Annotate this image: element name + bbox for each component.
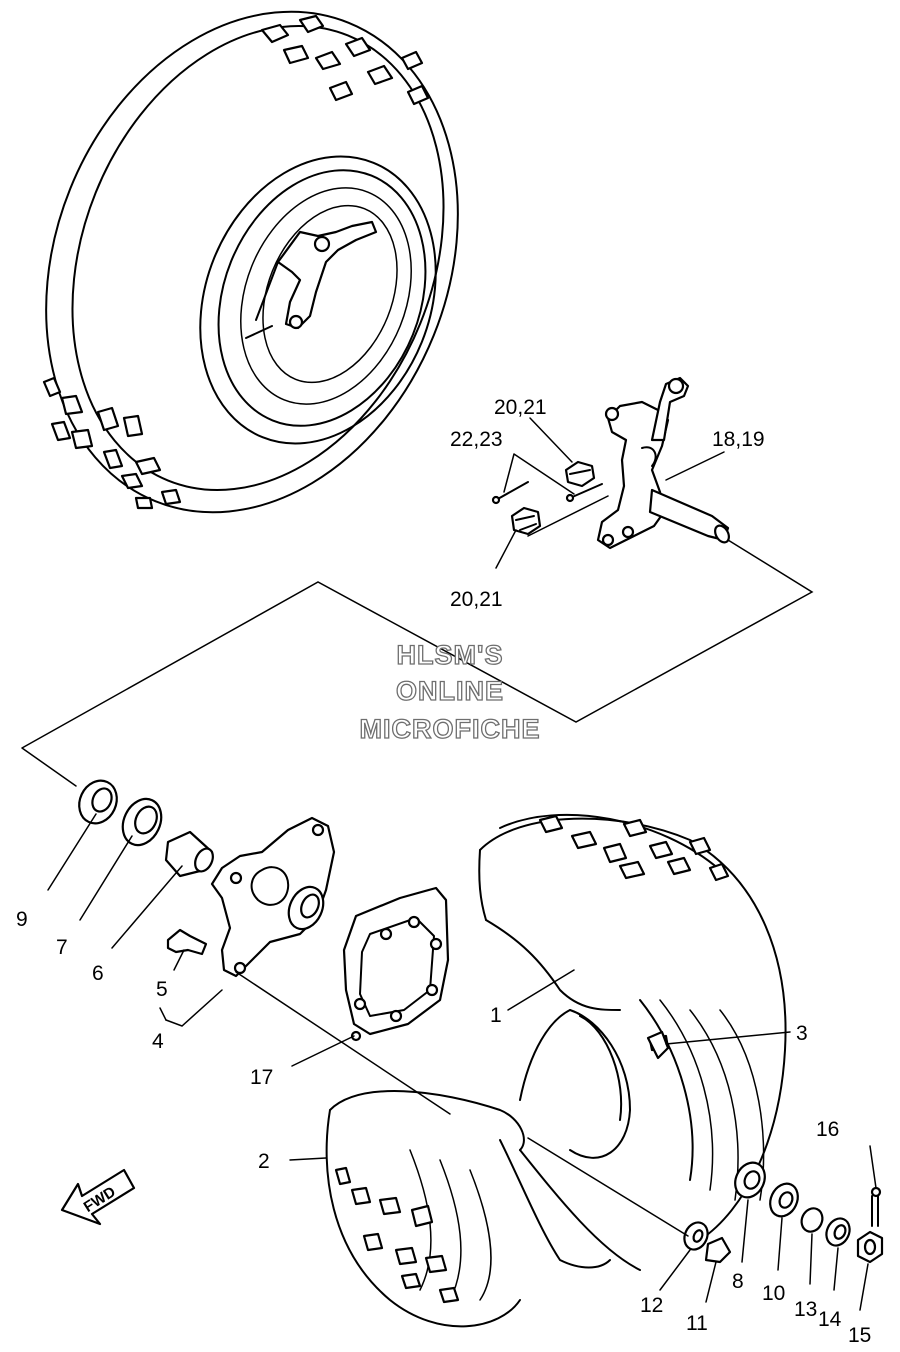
watermark-line1: HLSM'S — [397, 640, 504, 670]
tread-lugs-right-half — [538, 814, 730, 882]
tread-lugs-left-half — [334, 1166, 460, 1304]
fwd-arrow-icon: FWD — [60, 1168, 136, 1226]
callout-18-19: 18,19 — [712, 428, 765, 451]
bearing — [121, 797, 163, 847]
callouts: 20,21 22,23 18,19 20,21 9 7 6 5 4 17 1 3… — [16, 396, 871, 1347]
brake-disc-plate — [342, 886, 450, 1042]
castle-nut-top — [564, 460, 596, 488]
callout-12: 12 — [640, 1294, 663, 1317]
knuckle-in-wheel — [245, 220, 378, 339]
watermark: HLSM'S ONLINE MICROFICHE — [359, 639, 541, 744]
callout-13: 13 — [794, 1298, 817, 1321]
watermark-line3: MICROFICHE — [360, 714, 541, 744]
tread-lugs-top — [260, 14, 430, 106]
leaders-upper — [495, 417, 725, 569]
callout-14: 14 — [818, 1308, 842, 1331]
castle-nut-bottom — [510, 506, 542, 536]
assembly-frame-line — [21, 539, 814, 787]
callout-6: 6 — [92, 962, 104, 985]
callout-5: 5 — [156, 978, 168, 1001]
oil-seal — [78, 779, 118, 825]
cotter-pins — [491, 481, 603, 505]
callout-10: 10 — [762, 1282, 785, 1305]
steering-knuckle — [596, 376, 730, 550]
callout-3: 3 — [796, 1022, 808, 1045]
callout-7: 7 — [56, 936, 68, 959]
callout-17: 17 — [250, 1066, 273, 1089]
callout-2: 2 — [258, 1150, 270, 1173]
leaders-lower — [47, 813, 877, 1311]
callout-15: 15 — [848, 1324, 871, 1347]
callout-20-21-top: 20,21 — [494, 396, 547, 419]
callout-9: 9 — [16, 908, 28, 931]
valve-stem — [646, 1030, 670, 1060]
callout-16: 16 — [816, 1118, 839, 1141]
callout-4: 4 — [152, 1030, 164, 1053]
hub-bolt — [166, 928, 208, 956]
callout-8: 8 — [732, 1270, 744, 1293]
watermark-line2: ONLINE — [396, 676, 504, 706]
tread-lugs-bottom — [42, 376, 182, 510]
callout-11: 11 — [686, 1312, 708, 1335]
axle-stack — [683, 1161, 884, 1264]
wheel-hub — [210, 816, 336, 978]
assembled-wheel — [42, 10, 459, 514]
rim-half-left — [325, 1090, 641, 1328]
callout-1: 1 — [490, 1004, 502, 1027]
spacer — [164, 830, 214, 878]
callout-20-21-bottom: 20,21 — [450, 588, 503, 611]
callout-22-23: 22,23 — [450, 428, 503, 451]
